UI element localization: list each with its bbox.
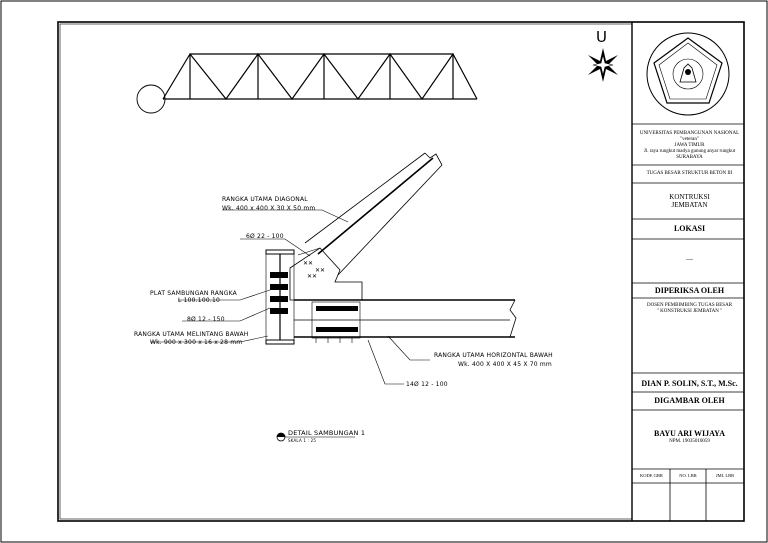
tb-footer-kode: KODE GBR <box>640 473 663 478</box>
title-block-lines <box>632 123 744 521</box>
truss-elevation <box>136 52 478 114</box>
label-bolt-horizontal: 14Ø 12 - 100 <box>406 381 448 388</box>
label-lower-spec: Wk. 900 x 300 x 16 x 28 mm <box>150 339 243 346</box>
tb-drawn-label: DIGAMBAR OLEH <box>654 396 725 405</box>
inner-border <box>57 21 745 522</box>
north-arrow-icon <box>588 48 618 82</box>
label-lower-title: RANGKA UTAMA MELINTANG BAWAH <box>134 331 249 338</box>
leader-lines <box>150 209 430 438</box>
label-detail-title: DETAIL SAMBUNGAN 1 <box>288 429 366 437</box>
svg-text:✕✕: ✕✕ <box>307 273 317 280</box>
bolt-group-horizontal <box>315 306 358 343</box>
tb-drawer-name: BAYU ARI WIJAYA <box>654 429 725 438</box>
label-detail-scale: SKALA 1 : 25 <box>288 438 317 443</box>
tb-subject-line2: JEMBATAN <box>671 201 708 209</box>
tb-checked-label: DIPERIKSA OLEH <box>654 286 725 295</box>
detail-marker-icon <box>276 432 286 442</box>
tb-address: Jl. raya rungkut madya gunung anyar rung… <box>643 149 736 154</box>
tb-province: JAWA TIMUR <box>674 143 705 148</box>
tb-city: SURABAYA <box>676 155 703 160</box>
tb-lokasi-label: LOKASI <box>673 224 706 233</box>
diagonal-member <box>304 152 443 276</box>
label-diagonal-title: RANGKA UTAMA DIAGONAL <box>222 196 308 203</box>
tb-drawer-npm: NPM. 19035010059 <box>669 439 710 444</box>
label-horizontal-spec: Wk. 400 X 400 X 45 X 70 mm <box>458 361 552 368</box>
tb-university-sub: "veteran" <box>680 137 699 142</box>
tb-supervisor-name: DIAN P. SOLIN, S.T., M.Sc. <box>641 379 738 388</box>
drawing-frame <box>59 23 633 520</box>
tb-subject-line1: KONTRUKSI <box>669 193 710 201</box>
svg-text:✕✕: ✕✕ <box>315 267 325 274</box>
tb-supervisor-line2: " KONSTRUKSI JEMBATAN " <box>656 309 723 314</box>
bolt-group-diagonal: ✕✕ ✕✕ ✕✕ <box>303 260 325 280</box>
horizontal-member <box>294 299 517 339</box>
tb-footer-jml: JML LBR <box>715 473 735 478</box>
tb-assignment: TUGAS BESAR STRUKTUR BETON III <box>646 171 733 176</box>
label-plate-title: PLAT SAMBUNGAN RANGKA <box>150 290 237 297</box>
tb-university: UNIVERSITAS PEMBANGUNAN NASIONAL <box>639 131 740 136</box>
svg-text:✕✕: ✕✕ <box>303 260 313 267</box>
label-diagonal-spec: Wk. 400 x 400 X 30 X 50 mm <box>222 205 316 212</box>
label-horizontal-title: RANGKA UTAMA HORIZONTAL BAWAH <box>434 352 553 359</box>
university-seal-logo <box>646 32 730 116</box>
bolt-group-vertical <box>270 272 288 314</box>
tb-footer-no: NO. LBR <box>679 473 697 478</box>
gusset-plate <box>289 247 363 301</box>
north-letter: U <box>596 28 607 46</box>
tb-supervisor-line1: DOSEN PEMBIMBING TUGAS BESAR <box>646 303 733 308</box>
tb-lokasi-value: — <box>686 255 693 263</box>
label-plate-spec: L 100.100.10 <box>178 297 221 304</box>
label-bolt-vertical: 8Ø 12 - 150 <box>187 316 225 323</box>
label-bolt-diagonal: 6Ø 22 - 100 <box>246 233 284 240</box>
